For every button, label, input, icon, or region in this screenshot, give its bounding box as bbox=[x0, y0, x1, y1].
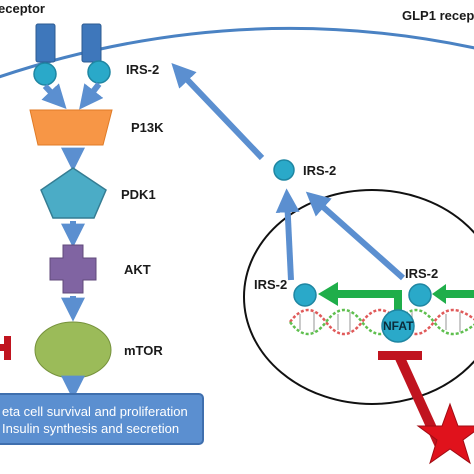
arrow-irs-left-to-p13k bbox=[41, 83, 67, 110]
arrow-irs2-mid-to-top bbox=[171, 63, 265, 161]
p13k-label: P13K bbox=[131, 120, 164, 135]
outcome-line-1: eta cell survival and proliferation bbox=[2, 404, 188, 419]
receptor-right-pillar bbox=[81, 23, 102, 63]
receptor-irs2-left bbox=[33, 62, 57, 86]
pdk1-label: PDK1 bbox=[121, 187, 156, 202]
star-icon bbox=[416, 402, 474, 465]
left-inhibition-bar-horizontal bbox=[0, 344, 8, 351]
irs2-nuc-right-circle bbox=[408, 283, 432, 307]
irs2-nuc-left-circle bbox=[293, 283, 317, 307]
green-arrowhead-right bbox=[432, 284, 446, 304]
cell-membrane bbox=[0, 26, 474, 79]
irs2-nuc-left-label: IRS-2 bbox=[254, 277, 288, 292]
mtor-shape bbox=[34, 321, 112, 379]
receptor-left-label: eceptor bbox=[0, 1, 45, 16]
nfat-label: NFAT bbox=[383, 319, 414, 333]
nfat-circle bbox=[381, 309, 415, 343]
arrow-irs-right-to-p13k bbox=[79, 82, 104, 110]
nfat-green-stem bbox=[394, 290, 402, 314]
akt-label: AKT bbox=[124, 262, 151, 277]
dna-helix bbox=[289, 308, 474, 336]
akt-shape bbox=[49, 244, 97, 294]
nucleus bbox=[243, 189, 474, 405]
receptor-left-pillar bbox=[35, 23, 56, 63]
outcome-box: eta cell survival and proliferation Insu… bbox=[0, 393, 204, 445]
nfat-inhibition-bar bbox=[378, 351, 422, 360]
receptor-irs2-right bbox=[87, 60, 111, 84]
irs2-nuc-right-label: IRS-2 bbox=[405, 266, 439, 281]
p13k-shape bbox=[29, 109, 113, 146]
pdk1-shape bbox=[40, 167, 107, 219]
arrow-nuc-right-to-mid bbox=[305, 191, 405, 281]
irs2-mid-label: IRS-2 bbox=[303, 163, 337, 178]
receptor-right-label: GLP1 recep bbox=[402, 8, 474, 23]
irs2-mid-circle bbox=[273, 159, 295, 181]
arrow-nuc-left-to-mid bbox=[275, 188, 300, 281]
irs2-top-label: IRS-2 bbox=[126, 62, 160, 77]
green-arrowhead-left bbox=[318, 282, 338, 306]
mtor-label: mTOR bbox=[124, 343, 163, 358]
outcome-line-2: Insulin synthesis and secretion bbox=[2, 421, 180, 436]
